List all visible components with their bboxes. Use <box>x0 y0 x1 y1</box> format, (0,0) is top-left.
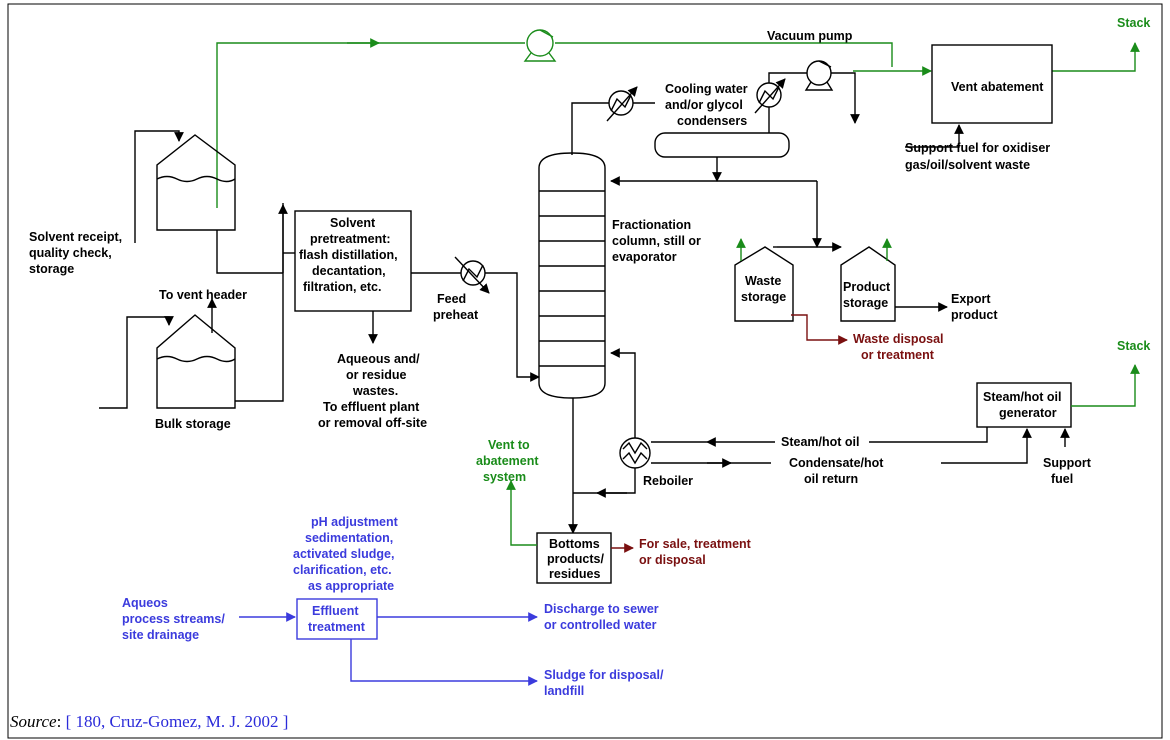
vent-abatement-label: Vent abatement <box>951 80 1044 94</box>
bottoms-label-2: products/ <box>547 552 604 566</box>
waste-storage-label-2: storage <box>741 290 786 304</box>
effluent-treatment-label-2: treatment <box>308 620 366 634</box>
waste-storage-tank <box>734 238 794 322</box>
aqueous-streams-label-3: site drainage <box>122 628 199 642</box>
feed-preheat-label-1: Feed <box>437 292 466 306</box>
waste-disposal-label-2: or treatment <box>861 348 935 362</box>
pretreatment-label-3: flash distillation, <box>299 248 398 262</box>
support-fuel-oxidiser-label-2: gas/oil/solvent waste <box>905 158 1030 172</box>
solvent-receipt-label-3: storage <box>29 262 74 276</box>
ph-adjustment-label-1: pH adjustment <box>311 515 399 529</box>
aqueous-streams-label-2: process streams/ <box>122 612 225 626</box>
pretreatment-label-5: filtration, etc. <box>303 280 381 294</box>
vent-line-top <box>216 38 1140 208</box>
bottoms-label-1: Bottoms <box>549 537 600 551</box>
support-fuel-label-2: fuel <box>1051 472 1073 486</box>
steam-generator-label-2: generator <box>999 406 1057 420</box>
product-storage-label-1: Product <box>843 280 891 294</box>
steam-generator-box <box>976 382 1072 428</box>
source-label: Source <box>10 712 57 731</box>
sludge-label-2: landfill <box>544 684 584 698</box>
fractionation-label-1: Fractionation <box>612 218 691 232</box>
vent-to-abatement-label-3: system <box>483 470 526 484</box>
steam-hot-oil-label: Steam/hot oil <box>781 435 859 449</box>
stack-top-label: Stack <box>1117 16 1150 30</box>
fractionation-label-3: evaporator <box>612 250 677 264</box>
reboiler-icon <box>573 348 651 498</box>
feed-preheat-exchanger <box>411 256 540 382</box>
sludge-label-1: Sludge for disposal/ <box>544 668 664 682</box>
for-sale-label-1: For sale, treatment <box>639 537 752 551</box>
aqueous-streams-label-1: Aqueos <box>122 596 168 610</box>
waste-storage-label-1: Waste <box>745 274 781 288</box>
to-vent-header-label: To vent header <box>159 288 247 302</box>
discharge-label-1: Discharge to sewer <box>544 602 659 616</box>
bulk-storage-label: Bulk storage <box>155 417 231 431</box>
ph-adjustment-label-4: clarification, etc. <box>293 563 392 577</box>
effluent-treatment-box <box>296 598 378 640</box>
bottoms-box <box>536 532 612 584</box>
source-reference-link[interactable]: [ 180, Cruz-Gomez, M. J. 2002 ] <box>65 712 289 731</box>
stack-right-label: Stack <box>1117 339 1150 353</box>
cooling-label-3: condensers <box>677 114 747 128</box>
ph-adjustment-label-2: sedimentation, <box>305 531 393 545</box>
solvent-receipt-label-1: Solvent receipt, <box>29 230 122 244</box>
vacuum-pump-icon <box>523 29 557 62</box>
support-fuel-label-1: Support <box>1043 456 1092 470</box>
aqueous-wastes-label-1: Aqueous and/ <box>337 352 420 366</box>
for-sale-label-2: or disposal <box>639 553 706 567</box>
cooling-label-1: Cooling water <box>665 82 748 96</box>
pretreatment-label-1: Solvent <box>330 216 376 230</box>
ph-adjustment-label-3: activated sludge, <box>293 547 394 561</box>
solvent-receipt-tank <box>156 134 236 231</box>
pretreatment-box <box>294 210 412 312</box>
source-separator: : <box>56 712 66 731</box>
export-product-label-1: Export <box>951 292 991 306</box>
vent-to-abatement-label-2: abatement <box>476 454 539 468</box>
discharge-label-2: or controlled water <box>544 618 657 632</box>
fractionation-column <box>538 152 606 399</box>
export-product-label-2: product <box>951 308 998 322</box>
steam-generator-label-1: Steam/hot oil <box>983 390 1061 404</box>
product-storage-label-2: storage <box>843 296 888 310</box>
product-storage-tank <box>840 238 896 322</box>
vent-to-abatement-label-1: Vent to <box>488 438 530 452</box>
condenser-drum <box>654 132 790 158</box>
cooling-label-2: and/or glycol <box>665 98 743 112</box>
vacuum-pump-2-icon <box>804 60 860 124</box>
aqueous-wastes-label-5: or removal off-site <box>318 416 427 430</box>
aqueous-wastes-label-4: To effluent plant <box>323 400 420 414</box>
bulk-storage-tank <box>156 314 236 409</box>
pretreatment-label-2: pretreatment: <box>310 232 391 246</box>
effluent-treatment-label-1: Effluent <box>312 604 359 618</box>
pretreatment-label-4: decantation, <box>312 264 386 278</box>
fractionation-label-2: column, still or <box>612 234 701 248</box>
aqueous-wastes-label-2: or residue <box>346 368 406 382</box>
condenser-glycol <box>754 72 807 133</box>
vacuum-pump-label: Vacuum pump <box>767 29 853 43</box>
condensate-label-2: oil return <box>804 472 858 486</box>
figure-border <box>7 3 1163 739</box>
support-fuel-oxidiser-label-1: Support fuel for oxidiser <box>905 141 1050 155</box>
bottoms-label-3: residues <box>549 567 600 581</box>
waste-disposal-label-1: Waste disposal <box>853 332 944 346</box>
vent-abatement-box <box>931 44 1053 124</box>
condenser-overhead <box>571 86 655 155</box>
condensate-label-1: Condensate/hot <box>789 456 884 470</box>
solvent-receipt-label-2: quality check, <box>29 246 112 260</box>
reboiler-label: Reboiler <box>643 474 693 488</box>
feed-preheat-label-2: preheat <box>433 308 479 322</box>
process-flow-diagram: Vacuum pump Stack Vent abatement Support… <box>7 3 1163 739</box>
ph-adjustment-label-5: as appropriate <box>308 579 394 593</box>
source-citation: Source: [ 180, Cruz-Gomez, M. J. 2002 ] <box>10 712 288 732</box>
aqueous-wastes-label-3: wastes. <box>352 384 398 398</box>
